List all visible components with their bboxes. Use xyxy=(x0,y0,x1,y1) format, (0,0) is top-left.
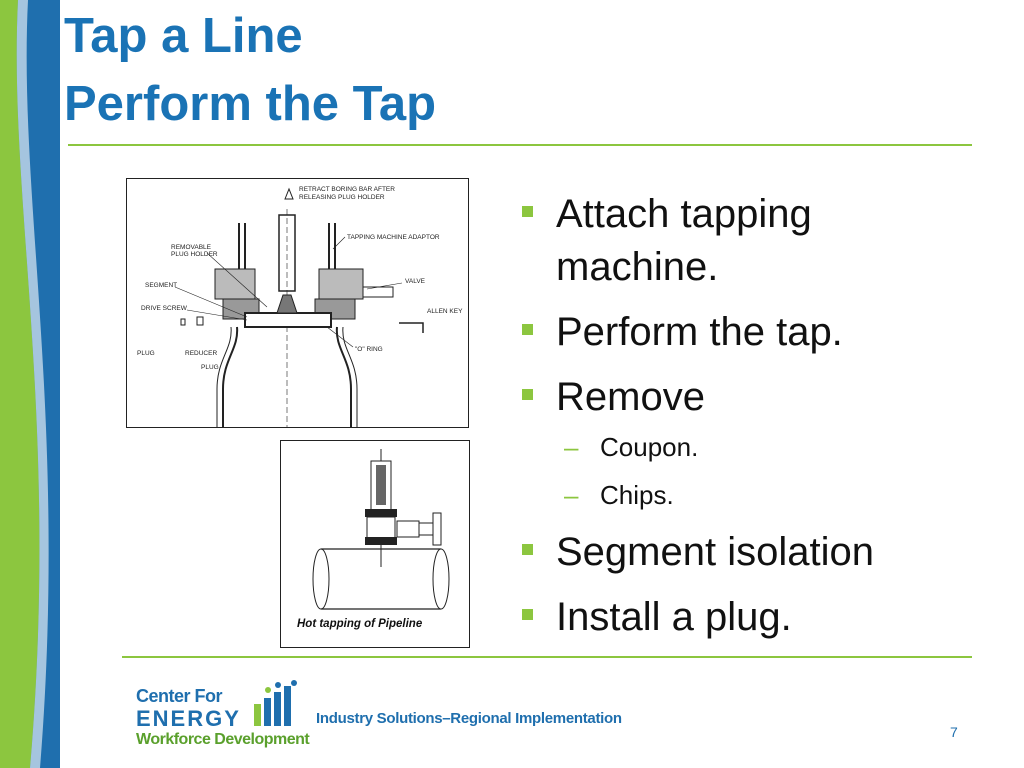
tapping-machine-diagram: RETRACT BORING BAR AFTER RELEASING PLUG … xyxy=(126,178,469,428)
bullet-marker xyxy=(522,609,533,620)
bullet-marker xyxy=(522,324,533,335)
logo-text-line-1: Center For xyxy=(136,686,223,706)
label-retract-2: RELEASING PLUG HOLDER xyxy=(299,194,385,201)
title-divider xyxy=(68,144,972,146)
page-number: 7 xyxy=(950,724,958,740)
label-reducer: REDUCER xyxy=(185,350,217,357)
cewd-logo: Center For ENERGY Workforce Development … xyxy=(136,680,622,752)
bullet-marker xyxy=(522,206,533,217)
label-valve: VALVE xyxy=(405,278,426,285)
bullet-remove: Remove xyxy=(520,371,980,424)
bullet-marker xyxy=(522,389,533,400)
bullet-text: Remove xyxy=(556,375,705,419)
bullet-text: Segment isolation xyxy=(556,530,874,574)
sub-bullet-chips: – Chips. xyxy=(520,478,980,512)
footer-divider xyxy=(122,656,972,658)
label-allen-key: ALLEN KEY xyxy=(427,308,463,315)
label-drive-screw: DRIVE SCREW xyxy=(141,305,188,312)
bullet-text: Perform the tap. xyxy=(556,310,843,354)
bullet-perform: Perform the tap. xyxy=(520,306,980,359)
sub-bullet-dash: – xyxy=(564,480,579,510)
bullet-segment-isolation: Segment isolation xyxy=(520,526,980,579)
slide-title-line-1: Tap a Line xyxy=(64,9,303,63)
tapping-machine-drawing: RETRACT BORING BAR AFTER RELEASING PLUG … xyxy=(137,186,463,427)
hot-tapping-drawing: Hot tapping of Pipeline xyxy=(297,449,450,630)
sub-bullet-text: Chips. xyxy=(600,480,674,510)
label-adaptor: TAPPING MACHINE ADAPTOR xyxy=(347,234,440,241)
sub-bullet-coupon: – Coupon. xyxy=(520,430,980,464)
logo-tagline: Industry Solutions–Regional Implementati… xyxy=(316,710,622,727)
bullet-text: Attach tapping machine. xyxy=(556,192,812,289)
sub-bullet-dash: – xyxy=(564,432,579,462)
bullet-list: Attach tapping machine. Perform the tap.… xyxy=(520,188,980,656)
label-plug-holder: PLUG HOLDER xyxy=(171,251,218,258)
label-plug-bottom: PLUG xyxy=(201,364,219,371)
bullet-install-plug: Install a plug. xyxy=(520,591,980,644)
bullet-text: Install a plug. xyxy=(556,595,792,639)
label-removable: REMOVABLE xyxy=(171,244,212,251)
bullet-attach: Attach tapping machine. xyxy=(520,188,980,294)
left-decorative-band xyxy=(0,0,60,768)
label-plug-left: PLUG xyxy=(137,350,155,357)
logo-text-line-2: ENERGY xyxy=(136,706,241,731)
label-o-ring: "O" RING xyxy=(355,346,383,353)
hot-tapping-diagram: Hot tapping of Pipeline xyxy=(280,440,470,648)
label-segment: SEGMENT xyxy=(145,282,177,289)
energy-bars-icon xyxy=(254,680,297,726)
label-retract: RETRACT BORING BAR AFTER xyxy=(299,186,395,193)
logo-text-line-3: Workforce Development xyxy=(136,731,310,748)
slide-title-line-2: Perform the Tap xyxy=(64,77,437,131)
hot-tapping-caption: Hot tapping of Pipeline xyxy=(297,618,423,630)
bullet-marker xyxy=(522,544,533,555)
sub-bullet-text: Coupon. xyxy=(600,432,699,462)
